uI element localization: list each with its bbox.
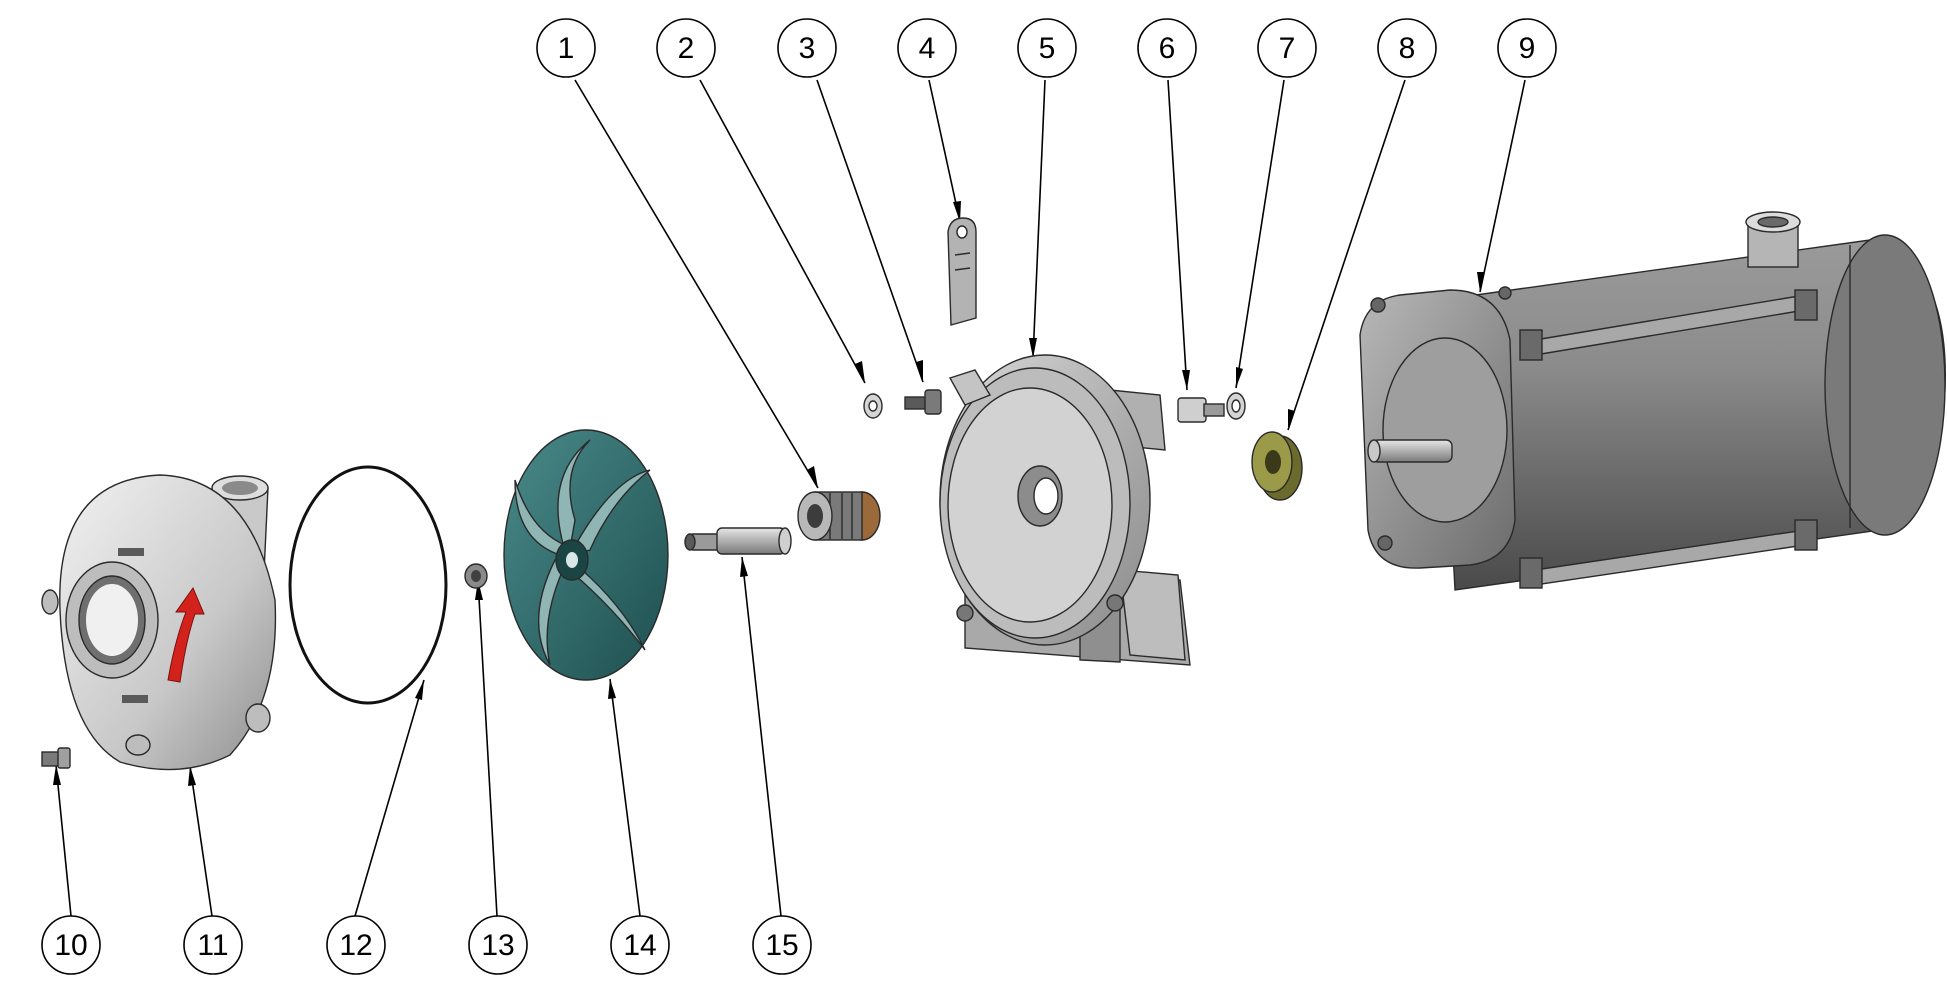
- washer-left: [863, 393, 883, 419]
- balloon-9: 9: [1497, 18, 1557, 78]
- arrow-10: [53, 765, 61, 785]
- leader-7: [1235, 79, 1285, 389]
- balloon-label: 7: [1279, 32, 1296, 65]
- o-ring-gasket: [288, 465, 448, 705]
- impeller: [503, 429, 669, 681]
- leader-15: [741, 556, 782, 917]
- balloon-4: 4: [897, 18, 957, 78]
- arrow-7: [1236, 367, 1243, 388]
- balloon-1: 1: [536, 18, 596, 78]
- balloon-label: 10: [54, 929, 87, 962]
- backplate-adapter: [939, 354, 1191, 666]
- leader-6: [1167, 79, 1188, 391]
- bolt-right: [1177, 397, 1225, 423]
- washer-right: [1226, 392, 1246, 420]
- drain-plug: [41, 747, 71, 769]
- balloon-label: 15: [765, 929, 798, 962]
- arrow-13: [475, 580, 483, 600]
- balloon-label: 9: [1519, 32, 1536, 65]
- leader-11: [189, 765, 213, 917]
- leader-5: [1032, 79, 1046, 359]
- arrow-14: [608, 679, 616, 699]
- balloon-label: 2: [678, 32, 695, 65]
- balloon-2: 2: [656, 18, 716, 78]
- balloon-label: 5: [1039, 32, 1056, 65]
- balloon-label: 12: [339, 929, 372, 962]
- balloon-6: 6: [1137, 18, 1197, 78]
- leader-8: [1287, 79, 1406, 431]
- arrow-1: [807, 466, 818, 488]
- balloon-11: 11: [183, 915, 243, 975]
- balloon-5: 5: [1017, 18, 1077, 78]
- leader-13: [477, 579, 498, 917]
- balloon-15: 15: [752, 915, 812, 975]
- balloon-label: 14: [623, 929, 656, 962]
- balloon-label: 3: [799, 32, 816, 65]
- arrow-2: [855, 361, 865, 383]
- balloon-label: 8: [1399, 32, 1416, 65]
- balloon-label: 13: [481, 929, 514, 962]
- arrow-11: [188, 766, 196, 786]
- leader-2: [699, 79, 866, 384]
- balloon-label: 1: [558, 32, 575, 65]
- arrow-8: [1288, 409, 1295, 430]
- arrow-9: [1477, 272, 1485, 292]
- bolt-left: [904, 389, 942, 415]
- arrow-4: [953, 201, 961, 222]
- balloon-10: 10: [41, 915, 101, 975]
- balloon-12: 12: [326, 915, 386, 975]
- balloon-13: 13: [468, 915, 528, 975]
- arrow-12: [415, 680, 424, 700]
- balloon-label: 11: [197, 929, 228, 962]
- leader-14: [609, 678, 641, 917]
- balloon-label: 6: [1159, 32, 1176, 65]
- arrow-15: [740, 557, 748, 577]
- arrow-3: [916, 360, 923, 382]
- mechanical-seal: [797, 491, 881, 541]
- leader-10: [55, 764, 72, 917]
- balloon-label: 4: [919, 32, 936, 65]
- arrow-5: [1029, 338, 1037, 358]
- balloon-8: 8: [1377, 18, 1437, 78]
- pump-casing: [41, 474, 277, 771]
- leader-3: [816, 79, 924, 383]
- motor: [1359, 211, 1946, 591]
- leader-lines: [53, 79, 1526, 917]
- shaft-collar: [1251, 431, 1303, 501]
- impeller-nut: [464, 563, 488, 589]
- leader-12: [354, 679, 425, 917]
- nameplate-tag: [947, 217, 977, 326]
- leader-4: [928, 79, 961, 223]
- leader-1: [574, 79, 819, 489]
- leader-9: [1479, 79, 1526, 293]
- shaft-sleeve: [684, 527, 792, 555]
- balloon-7: 7: [1257, 18, 1317, 78]
- balloon-14: 14: [610, 915, 670, 975]
- arrow-6: [1182, 370, 1190, 390]
- balloon-3: 3: [777, 18, 837, 78]
